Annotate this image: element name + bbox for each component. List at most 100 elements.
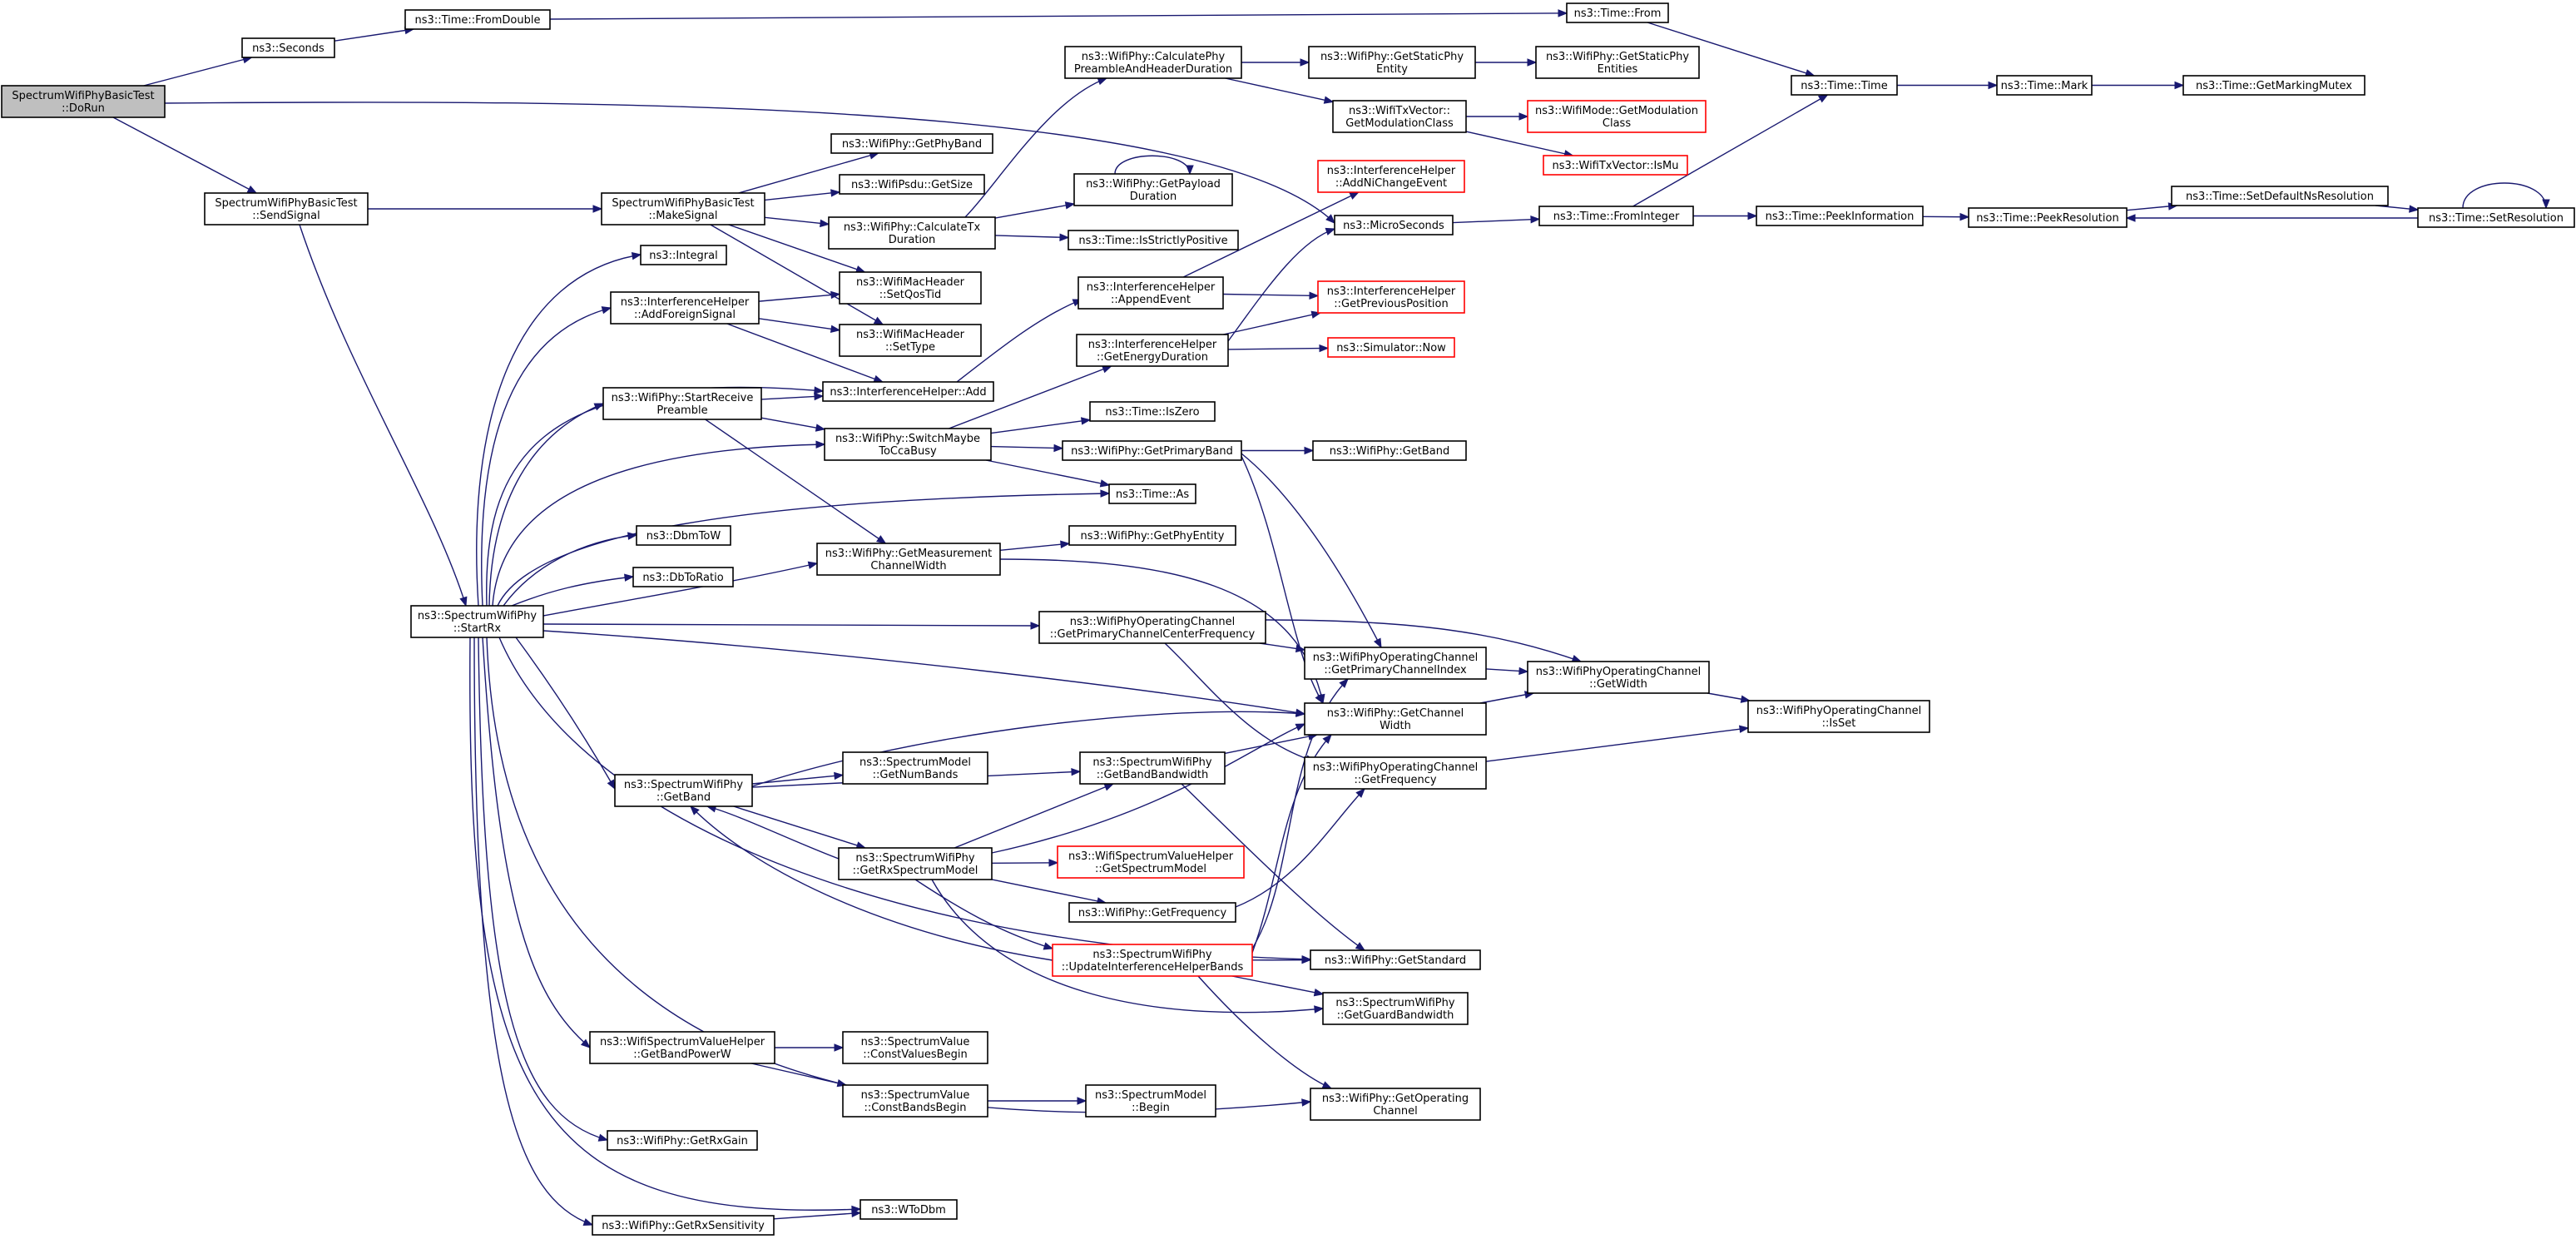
node-spectrumwifiphybasictest-dorun[interactable]: SpectrumWifiPhyBasicTest::DoRun [1, 85, 166, 118]
node-ns3-interferencehelper-getpreviousposition[interactable]: ns3::InterferenceHelper::GetPreviousPosi… [1317, 280, 1465, 314]
node-ns3-time-getmarkingmutex[interactable]: ns3::Time::GetMarkingMutex [2182, 75, 2365, 96]
node-label-line: ns3::MicroSeconds [1343, 220, 1444, 232]
node-ns3-spectrummodel-getnumbands[interactable]: ns3::SpectrumModel::GetNumBands [842, 751, 988, 785]
node-ns3-time-fromdouble[interactable]: ns3::Time::FromDouble [404, 9, 551, 30]
node-box [1535, 46, 1700, 79]
node-box [859, 1199, 958, 1220]
node-box [1, 85, 166, 118]
node-ns3-time-setresolution[interactable]: ns3::Time::SetResolution [2417, 207, 2575, 228]
node-ns3-spectrumwifiphy-getbandbandwidth[interactable]: ns3::SpectrumWifiPhy::GetBandBandwidth [1079, 751, 1226, 785]
node-box [601, 192, 765, 226]
node-ns3-wifimacheader-settype[interactable]: ns3::WifiMacHeader::SetType [839, 324, 982, 357]
node-ns3-wifimacheader-setqostid[interactable]: ns3::WifiMacHeader::SetQosTid [839, 271, 982, 305]
node-ns3-time-setdefaultnsresolution[interactable]: ns3::Time::SetDefaultNsResolution [2171, 186, 2389, 206]
node-spectrumwifiphybasictest-makesignal[interactable]: SpectrumWifiPhyBasicTest::MakeSignal [601, 192, 765, 226]
node-ns3-wifispectrumvaluehelper-getbandpowerw[interactable]: ns3::WifiSpectrumValueHelper::GetBandPow… [589, 1031, 775, 1064]
node-box [1064, 46, 1242, 79]
node-ns3-wifimode-getmodulationclass[interactable]: ns3::WifiMode::GetModulationClass [1527, 100, 1707, 133]
node-ns3-time-peekresolution[interactable]: ns3::Time::PeekResolution [1968, 207, 2128, 228]
node-ns3-spectrumvalue-constvaluesbegin[interactable]: ns3::SpectrumValue::ConstValuesBegin [842, 1031, 988, 1064]
node-ns3-interferencehelper-addforeignsignal[interactable]: ns3::InterferenceHelper::AddForeignSigna… [610, 291, 760, 325]
node-ns3-time-from[interactable]: ns3::Time::From [1566, 2, 1669, 23]
node-ns3-time-time[interactable]: ns3::Time::Time [1791, 75, 1898, 96]
node-ns3-wifiphyoperatingchannel-getwidth[interactable]: ns3::WifiPhyOperatingChannel::GetWidth [1527, 661, 1710, 694]
node-ns3-interferencehelper-getenergyduration[interactable]: ns3::InterferenceHelper::GetEnergyDurati… [1076, 334, 1229, 367]
node-label-line: ns3::WifiPhyOperatingChannel [1536, 666, 1702, 678]
node-box [842, 751, 988, 785]
node-ns3-wifiphy-calculatephypreambleandheaderduration[interactable]: ns3::WifiPhy::CalculatePhyPreambleAndHea… [1064, 46, 1242, 79]
node-label-line: ns3::WifiSpectrumValueHelper [1068, 850, 1234, 863]
node-ns3-time-peekinformation[interactable]: ns3::Time::PeekInformation [1756, 206, 1924, 226]
node-label-line: ns3::Simulator::Now [1336, 342, 1446, 354]
node-label-line: ns3::Time::As [1116, 488, 1190, 501]
edge-n59-to-n60 [1251, 955, 1312, 964]
node-label-line: Duration [1130, 191, 1177, 203]
node-ns3-simulator-now[interactable]: ns3::Simulator::Now [1327, 337, 1455, 358]
node-ns3-wifiphy-getrxgain[interactable]: ns3::WifiPhy::GetRxGain [607, 1130, 758, 1151]
node-ns3-wifiphyoperatingchannel-isset[interactable]: ns3::WifiPhyOperatingChannel::IsSet [1747, 700, 1930, 733]
edge-n40-to-n41 [1241, 446, 1315, 455]
node-ns3-time-isstrictlypositive[interactable]: ns3::Time::IsStrictlyPositive [1068, 230, 1239, 250]
node-ns3-time-frominteger[interactable]: ns3::Time::FromInteger [1538, 206, 1694, 226]
node-box [824, 428, 992, 461]
node-ns3-spectrummodel-begin[interactable]: ns3::SpectrumModel::Begin [1085, 1084, 1216, 1118]
node-ns3-time-iszero[interactable]: ns3::Time::IsZero [1089, 401, 1216, 422]
node-ns3-seconds[interactable]: ns3::Seconds [241, 37, 335, 58]
node-label-line: ns3::Seconds [252, 42, 324, 55]
node-ns3-integral[interactable]: ns3::Integral [640, 245, 727, 265]
node-ns3-wifiphy-getphyentity[interactable]: ns3::WifiPhy::GetPhyEntity [1068, 525, 1236, 546]
edge-n28-to-n47 [542, 622, 1041, 630]
node-label-line: ns3::WifiPhyOperatingChannel [1756, 705, 1922, 717]
node-ns3-wifiphy-getrxsensitivity[interactable]: ns3::WifiPhy::GetRxSensitivity [592, 1215, 775, 1236]
node-ns3-wtodbm[interactable]: ns3::WToDbm [859, 1199, 958, 1220]
node-spectrumwifiphybasictest-sendsignal[interactable]: SpectrumWifiPhyBasicTest::SendSignal [204, 192, 369, 226]
edge-n28-to-n44 [511, 573, 635, 607]
node-label-line: Width [1380, 720, 1411, 732]
node-label-line: ns3::WifiPhy::GetFrequency [1078, 907, 1227, 919]
node-ns3-dbmtow[interactable]: ns3::DbmToW [636, 525, 731, 546]
node-ns3-spectrumvalue-constbandsbegin[interactable]: ns3::SpectrumValue::ConstBandsBegin [842, 1084, 988, 1118]
node-label-line: ns3::Time::SetResolution [2429, 212, 2564, 225]
node-ns3-wifitxvector-getmodulationclass[interactable]: ns3::WifiTxVector::GetModulationClass [1332, 100, 1467, 133]
node-ns3-time-mark[interactable]: ns3::Time::Mark [1996, 75, 2093, 96]
node-ns3-wifipsdu-getsize[interactable]: ns3::WifiPsdu::GetSize [839, 174, 985, 195]
node-ns3-wifiphyoperatingchannel-getfrequency[interactable]: ns3::WifiPhyOperatingChannel::GetFrequen… [1304, 756, 1487, 790]
node-ns3-wifiphy-getfrequency[interactable]: ns3::WifiPhy::GetFrequency [1068, 902, 1236, 923]
node-ns3-wifiphy-getphyband[interactable]: ns3::WifiPhy::GetPhyBand [830, 133, 993, 154]
node-ns3-dbtoratio[interactable]: ns3::DbToRatio [632, 567, 734, 587]
node-ns3-wifiphyoperatingchannel-getprimarychannelindex[interactable]: ns3::WifiPhyOperatingChannel::GetPrimary… [1304, 647, 1487, 680]
node-ns3-interferencehelper-appendevent[interactable]: ns3::InterferenceHelper::AppendEvent [1077, 276, 1224, 310]
node-ns3-interferencehelper-add[interactable]: ns3::InterferenceHelper::Add [822, 381, 994, 402]
node-box [839, 324, 982, 357]
node-label-line: ns3::WifiPhy::GetStaticPhy [1320, 51, 1464, 63]
node-ns3-spectrumwifiphy-getband[interactable]: ns3::SpectrumWifiPhy::GetBand [614, 774, 753, 807]
node-box [2171, 186, 2389, 206]
node-ns3-spectrumwifiphy-getrxspectrummodel[interactable]: ns3::SpectrumWifiPhy::GetRxSpectrumModel [838, 847, 993, 880]
node-box [602, 387, 762, 420]
node-ns3-wifiphy-getband[interactable]: ns3::WifiPhy::GetBand [1312, 440, 1467, 461]
node-ns3-wifispectrumvaluehelper-getspectrummodel[interactable]: ns3::WifiSpectrumValueHelper::GetSpectru… [1057, 845, 1245, 879]
node-ns3-wifiphy-getprimaryband[interactable]: ns3::WifiPhy::GetPrimaryBand [1062, 440, 1242, 461]
node-ns3-interferencehelper-addnichangeevent[interactable]: ns3::InterferenceHelper::AddNiChangeEven… [1317, 160, 1465, 193]
node-box [2417, 207, 2575, 228]
edge-n13-to-n14 [368, 205, 603, 213]
node-ns3-wifiphy-getstandard[interactable]: ns3::WifiPhy::GetStandard [1310, 949, 1481, 970]
node-ns3-spectrumwifiphy-getguardbandwidth[interactable]: ns3::SpectrumWifiPhy::GetGuardBandwidth [1322, 992, 1469, 1025]
node-label-line: ns3::SpectrumValue [861, 1089, 970, 1102]
node-ns3-spectrumwifiphy-updateinterferencehelperbands[interactable]: ns3::SpectrumWifiPhy::UpdateInterference… [1052, 944, 1253, 977]
node-ns3-microseconds[interactable]: ns3::MicroSeconds [1334, 215, 1454, 235]
node-ns3-wifiphyoperatingchannel-getprimarychannelcenterfrequency[interactable]: ns3::WifiPhyOperatingChannel::GetPrimary… [1038, 611, 1266, 644]
node-ns3-spectrumwifiphy-startrx[interactable]: ns3::SpectrumWifiPhy::StartRx [410, 605, 544, 638]
node-ns3-time-as[interactable]: ns3::Time::As [1108, 483, 1196, 504]
node-box [589, 1031, 775, 1064]
node-ns3-wifitxvector-ismu[interactable]: ns3::WifiTxVector::IsMu [1543, 155, 1688, 176]
